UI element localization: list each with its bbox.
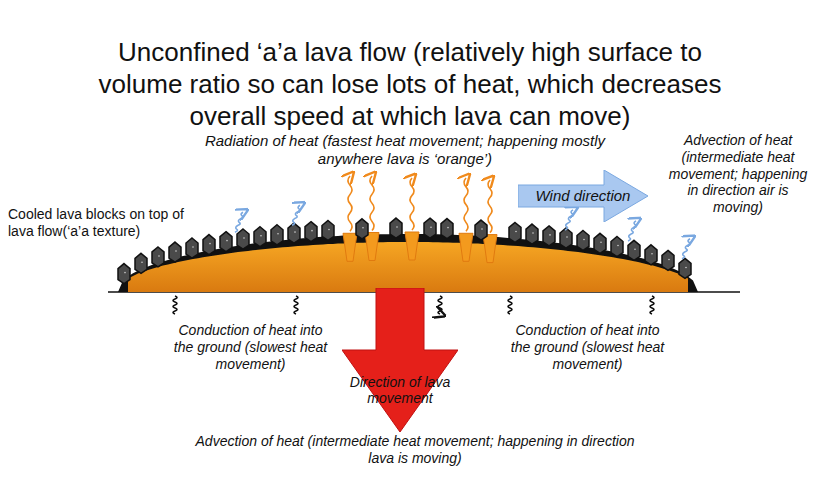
lava-block: [203, 235, 215, 255]
hot-vent: [459, 233, 473, 261]
lava-block: [424, 218, 436, 238]
lava-block: [135, 253, 147, 273]
lava-block: [237, 229, 249, 249]
block-speck: [243, 237, 245, 239]
conduction-note: Conduction of heat into the ground (slow…: [505, 322, 670, 372]
hot-vent: [483, 235, 497, 263]
lava-block: [526, 224, 538, 244]
lava-block: [186, 238, 198, 258]
block-speck: [515, 231, 517, 233]
hot-vent: [405, 232, 419, 260]
block-speck: [362, 227, 364, 229]
lava-block: [577, 230, 589, 250]
advection-air-arrow: [682, 239, 690, 259]
lava-block: [152, 247, 164, 267]
block-speck: [226, 240, 228, 242]
block-speck: [566, 236, 568, 238]
lava-block: [254, 227, 266, 247]
hot-vent: [365, 232, 379, 260]
block-speck: [532, 232, 534, 234]
diagram-title: Unconfined ‘a’a lava flow (relatively hi…: [95, 36, 725, 132]
block-speck: [447, 227, 449, 229]
lava-block: [271, 225, 283, 245]
lava-block: [509, 222, 521, 242]
lava-block: [288, 223, 300, 243]
block-speck: [192, 246, 194, 248]
block-speck: [549, 234, 551, 236]
radiation-arrow: [464, 178, 468, 231]
lava-block: [356, 219, 368, 239]
block-speck: [311, 230, 313, 232]
hot-vent: [343, 233, 357, 261]
lava-block: [322, 220, 334, 240]
lava-block: [543, 226, 555, 246]
block-speck: [430, 226, 432, 228]
lava-block: [594, 233, 606, 253]
arrow-shape: [342, 288, 458, 432]
block-speck: [175, 250, 177, 252]
lava-block: [662, 250, 674, 270]
block-speck: [124, 272, 126, 274]
arrow-label: Wind direction: [518, 187, 648, 204]
lava-block: [220, 232, 232, 252]
block-speck: [260, 235, 262, 237]
radiation-arrow: [488, 180, 492, 233]
block-speck: [294, 231, 296, 233]
block-speck: [141, 262, 143, 264]
lava-direction-arrow: Direction of lava movement: [342, 288, 458, 432]
wind-arrow: Wind direction: [518, 170, 648, 222]
block-speck: [651, 253, 653, 255]
block-speck: [209, 243, 211, 245]
lava-block: [560, 228, 572, 248]
lava-block: [118, 264, 130, 284]
block-speck: [481, 228, 483, 230]
conduction-squiggle: [508, 296, 512, 314]
conduction-squiggle: [650, 296, 654, 314]
conduction-squiggle: [438, 296, 442, 314]
block-speck: [634, 249, 636, 251]
lava-block: [611, 237, 623, 257]
lava-advection-note: Advection of heat (intermediate heat mov…: [190, 433, 640, 467]
lava-block: [390, 218, 402, 238]
lava-block: [645, 245, 657, 265]
block-speck: [328, 229, 330, 231]
radiation-arrow: [370, 176, 374, 230]
block-speck: [583, 239, 585, 241]
block-speck: [396, 226, 398, 228]
block-speck: [668, 259, 670, 261]
lava-block: [305, 222, 317, 242]
radiation-arrow: [410, 178, 414, 230]
advection-air-arrow: [235, 212, 243, 232]
advection-air-arrow: [565, 210, 573, 230]
lava-block: [679, 258, 691, 278]
conduction-note: Conduction of heat into the ground (slow…: [168, 322, 333, 372]
block-speck: [158, 255, 160, 257]
arrow-fill: [342, 288, 458, 432]
conduction-squiggle: [173, 296, 177, 314]
conduction-squiggle: [294, 296, 298, 314]
advection-air-arrow: [628, 221, 636, 241]
block-speck: [685, 267, 687, 269]
arrow-fill: [518, 170, 648, 222]
radiation-note: Radiation of heat (fastest heat movement…: [180, 132, 630, 168]
block-speck: [277, 233, 279, 235]
lava-block: [169, 242, 181, 262]
radiation-arrow: [348, 176, 352, 231]
blocks-note: Cooled lava blocks on top of lava flow(‘…: [8, 206, 213, 240]
lava-block: [441, 219, 453, 239]
arrow-label: Direction of lava movement: [342, 374, 458, 406]
advection-air-arrow: [292, 205, 300, 225]
air-advection-note: Advection of heat (intermediate heat mov…: [662, 132, 814, 216]
block-speck: [617, 245, 619, 247]
block-speck: [600, 242, 602, 244]
lava-block: [628, 240, 640, 260]
lava-block: [475, 220, 487, 240]
